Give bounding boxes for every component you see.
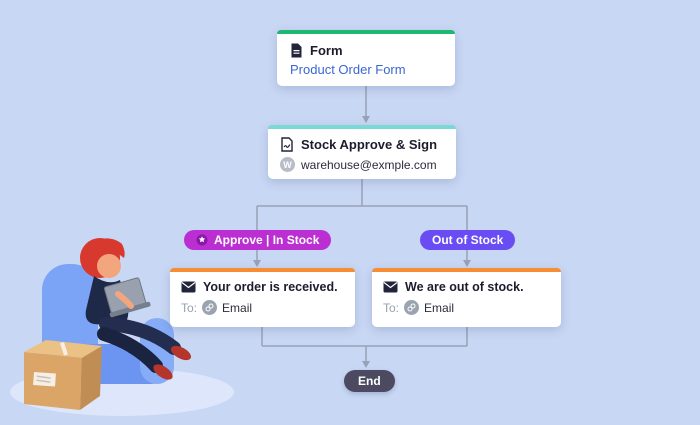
email-left-accent-bar: [170, 268, 355, 272]
assignee-email: warehouse@exmple.com: [301, 157, 437, 172]
to-label: To:: [383, 300, 400, 315]
laptop: [103, 277, 151, 318]
email-in-stock-title: Your order is received.: [203, 280, 338, 294]
branch-label-out-of-stock: Out of Stock: [432, 233, 504, 247]
woman: [80, 238, 192, 380]
form-title: Form: [310, 43, 343, 58]
signature-doc-icon: [280, 137, 294, 152]
email-out-of-stock-recipient[interactable]: Email: [424, 300, 455, 315]
email-in-stock-recipient[interactable]: Email: [222, 300, 253, 315]
cardboard-box: [24, 340, 102, 410]
sign-title: Stock Approve & Sign: [301, 137, 438, 152]
sign-accent-bar: [268, 125, 456, 129]
document-icon: [290, 43, 303, 58]
link-icon: [404, 300, 420, 315]
form-accent-bar: [277, 30, 455, 34]
branch-label-in-stock: Approve | In Stock: [214, 233, 320, 247]
node-end[interactable]: End: [344, 370, 395, 392]
branch-badge-out-of-stock[interactable]: Out of Stock: [420, 230, 516, 250]
assignee-avatar: W: [280, 157, 295, 172]
email-right-accent-bar: [372, 268, 561, 272]
approval-seal-icon: [196, 234, 208, 246]
email-out-of-stock-title: We are out of stock.: [405, 280, 524, 294]
to-label: To:: [181, 300, 198, 315]
illustration-woman-laptop: [10, 238, 234, 416]
envelope-icon: [181, 281, 196, 293]
link-icon: [202, 300, 218, 315]
branch-badge-in-stock[interactable]: Approve | In Stock: [184, 230, 332, 250]
node-email-out-of-stock[interactable]: We are out of stock. To: Email: [372, 268, 561, 327]
node-form[interactable]: Form Product Order Form: [277, 30, 455, 86]
form-subtitle[interactable]: Product Order Form: [290, 62, 406, 77]
envelope-icon: [383, 281, 398, 293]
node-email-in-stock[interactable]: Your order is received. To: Email: [170, 268, 355, 327]
node-stock-approve-sign[interactable]: Stock Approve & Sign W warehouse@exmple.…: [268, 125, 456, 179]
